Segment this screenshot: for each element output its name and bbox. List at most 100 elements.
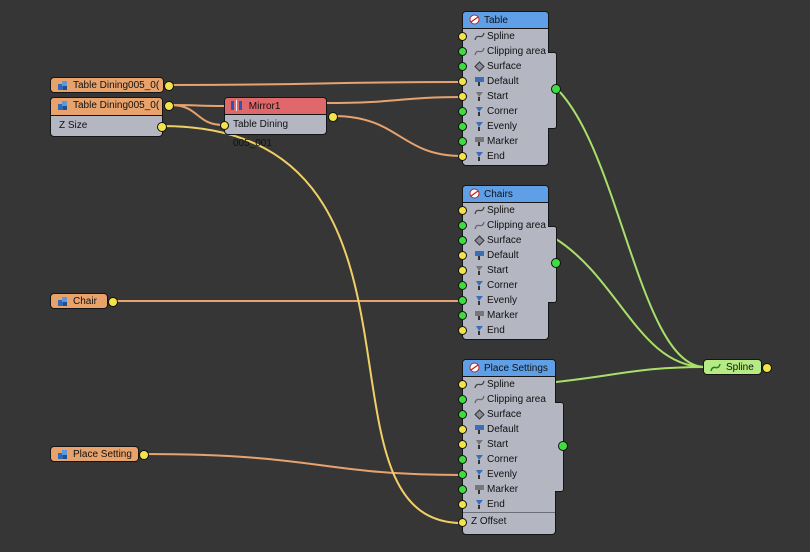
input-socket[interactable] (458, 410, 467, 419)
surface-icon (474, 235, 485, 246)
spline-icon (710, 363, 721, 372)
input-socket[interactable] (458, 62, 467, 71)
input-socket[interactable] (458, 122, 467, 131)
input-socket[interactable] (458, 92, 467, 101)
input-socket[interactable] (458, 425, 467, 434)
input-row-end[interactable]: End (458, 323, 548, 338)
input-socket[interactable] (458, 236, 467, 245)
mirror-node[interactable]: Mirror1 Table Dining 005_001 (220, 97, 327, 149)
input-socket[interactable] (458, 455, 467, 464)
input-node-label: Table Dining005_0( (73, 100, 160, 111)
mesh-icon (58, 450, 67, 459)
row-label: Corner (487, 106, 518, 117)
surface-icon (474, 409, 485, 420)
input-row-start[interactable]: Start (458, 437, 555, 452)
input-row-marker[interactable]: Marker (458, 308, 548, 323)
output-socket[interactable] (139, 450, 149, 460)
end-icon (476, 326, 483, 335)
start-icon (476, 440, 483, 449)
node-header[interactable]: Table (463, 12, 548, 29)
input-row-surface[interactable]: Surface (458, 233, 548, 248)
mirror-input-label: Table Dining 005_001 (233, 119, 289, 149)
input-row-default[interactable]: Default (458, 422, 555, 437)
table-output-socket[interactable] (551, 84, 561, 94)
input-node-place-setting[interactable]: Place Setting (50, 446, 139, 462)
output-socket[interactable] (108, 297, 118, 307)
input-socket[interactable] (458, 440, 467, 449)
input-row-start[interactable]: Start (458, 89, 548, 104)
input-row-marker[interactable]: Marker (458, 482, 555, 497)
input-node-chair[interactable]: Chair (50, 293, 108, 309)
input-row-corner[interactable]: Corner (458, 104, 548, 119)
input-socket[interactable] (458, 380, 467, 389)
input-node-label: Place Setting (73, 449, 132, 460)
output-socket[interactable] (164, 101, 174, 111)
chairs-output-socket[interactable] (551, 258, 561, 268)
input-socket[interactable] (458, 206, 467, 215)
row-label: Start (487, 439, 509, 450)
z-size-socket[interactable] (157, 122, 167, 132)
input-row-corner[interactable]: Corner (458, 278, 548, 293)
input-socket[interactable] (458, 326, 467, 335)
input-row-marker[interactable]: Marker (458, 134, 548, 149)
node-header[interactable]: Chairs (463, 186, 548, 203)
input-row-clipping-area[interactable]: Clipping area (458, 44, 548, 59)
row-label: End (487, 325, 505, 336)
marker-icon (475, 311, 484, 320)
row-label: Spline (487, 31, 515, 42)
node-title: Chairs (484, 189, 513, 200)
input-socket[interactable] (458, 251, 467, 260)
input-row-end[interactable]: End (458, 497, 555, 512)
input-socket[interactable] (458, 500, 467, 509)
input-socket[interactable] (458, 518, 467, 527)
spline-output-socket[interactable] (762, 363, 772, 373)
input-node-table-dining-2[interactable]: Table Dining005_0( Z Size (50, 97, 163, 137)
input-socket[interactable] (458, 281, 467, 290)
mirror-output-socket[interactable] (328, 112, 338, 122)
input-row-spline[interactable]: Spline (458, 377, 555, 392)
input-socket[interactable] (458, 485, 467, 494)
input-socket[interactable] (458, 221, 467, 230)
mirror-node-header[interactable]: Mirror1 (225, 98, 326, 115)
input-row-evenly[interactable]: Evenly (458, 293, 548, 308)
input-node-table-dining-1[interactable]: Table Dining005_0( (50, 77, 164, 93)
input-socket[interactable] (458, 296, 467, 305)
input-row-corner[interactable]: Corner (458, 452, 555, 467)
input-socket[interactable] (220, 121, 229, 130)
node-header[interactable]: Place Settings (463, 360, 555, 377)
input-socket[interactable] (458, 77, 467, 86)
input-socket[interactable] (458, 152, 467, 161)
output-socket[interactable] (164, 81, 174, 91)
spline-output-node[interactable]: Spline (703, 359, 762, 375)
row-label: Evenly (487, 295, 518, 306)
wire-mirror-to-table-end (332, 115, 463, 157)
input-socket[interactable] (458, 311, 467, 320)
input-socket[interactable] (458, 47, 467, 56)
input-row-evenly[interactable]: Evenly (458, 119, 548, 134)
evenly-icon (476, 296, 483, 305)
place-settings-output-socket[interactable] (558, 441, 568, 451)
input-row-clipping-area[interactable]: Clipping area (458, 218, 548, 233)
input-socket[interactable] (458, 32, 467, 41)
input-socket[interactable] (458, 107, 467, 116)
row-label: Spline (487, 205, 515, 216)
input-row-end[interactable]: End (458, 149, 548, 164)
input-row-z-offset[interactable]: Z Offset (458, 513, 555, 531)
input-socket[interactable] (458, 470, 467, 479)
input-row-evenly[interactable]: Evenly (458, 467, 555, 482)
input-row-start[interactable]: Start (458, 263, 548, 278)
z-size-param: Z Size (59, 120, 88, 131)
input-socket[interactable] (458, 137, 467, 146)
input-socket[interactable] (458, 266, 467, 275)
input-row-spline[interactable]: Spline (458, 203, 548, 218)
input-row-default[interactable]: Default (458, 74, 548, 89)
input-row-surface[interactable]: Surface (458, 59, 548, 74)
input-row-spline[interactable]: Spline (458, 29, 548, 44)
input-socket[interactable] (458, 395, 467, 404)
input-row-default[interactable]: Default (458, 248, 548, 263)
input-row-surface[interactable]: Surface (458, 407, 555, 422)
input-row-clipping-area[interactable]: Clipping area (458, 392, 555, 407)
